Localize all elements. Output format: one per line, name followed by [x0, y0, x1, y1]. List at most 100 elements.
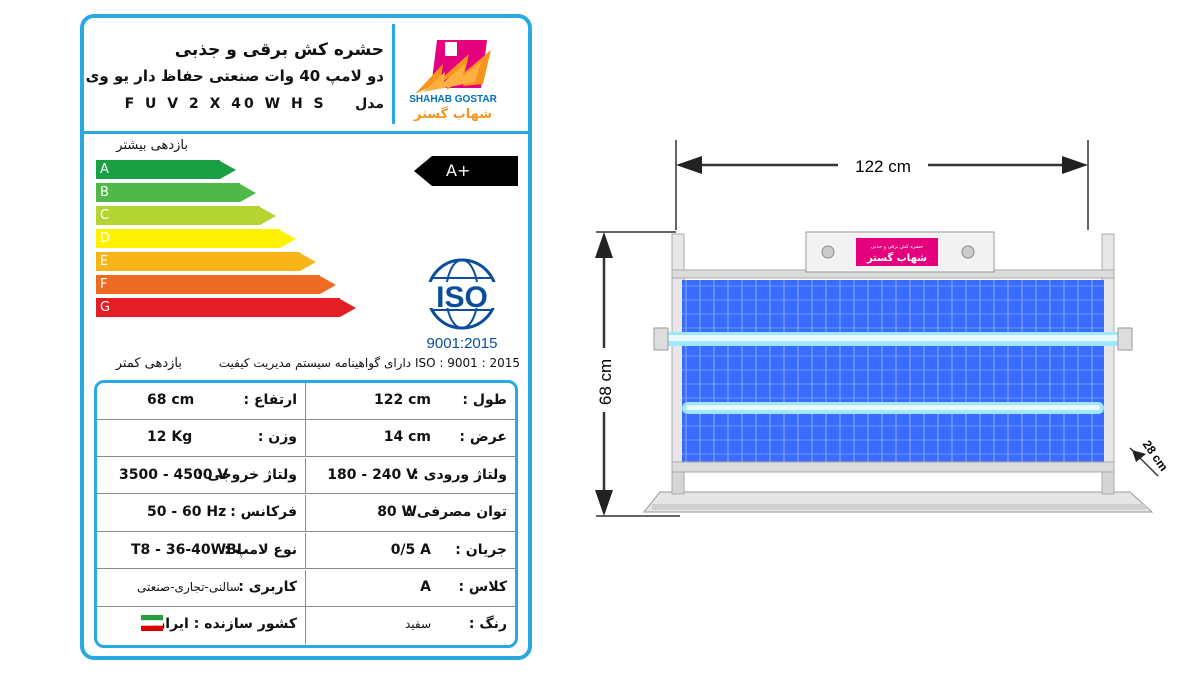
- spec-value: 12 Kg: [147, 429, 193, 446]
- spec-cell-right: طول : 122 cm: [306, 383, 515, 419]
- spec-row: عرض : 14 cm وزن : 12 Kg: [97, 420, 515, 457]
- spec-label: کلاس :: [458, 579, 507, 595]
- energy-bar-d: D: [96, 229, 296, 248]
- energy-bar-tip: [340, 298, 356, 317]
- product-subtitle: دو لامپ 40 وات صنعتی حفاظ دار یو وی: [85, 67, 384, 85]
- energy-rating: A+: [432, 156, 518, 186]
- spec-label: توان مصرفی :: [406, 504, 507, 521]
- spec-cell-right: عرض : 14 cm: [306, 420, 515, 456]
- label-header: حشره کش برقی و جذبی دو لامپ 40 وات صنعتی…: [84, 18, 384, 126]
- spec-value: 80 W: [377, 504, 417, 521]
- spec-value: 3500 - 4500 V: [119, 466, 229, 483]
- model-label: مدل: [355, 96, 384, 112]
- energy-bar-g: G: [96, 298, 356, 317]
- spec-value: 50 - 60 Hz: [147, 504, 227, 521]
- header-divider: [84, 131, 528, 134]
- arrow-up-icon: [595, 232, 613, 258]
- energy-bar-f: F: [96, 275, 336, 294]
- spec-cell-right: توان مصرفی :80 W: [306, 495, 515, 531]
- spec-row: طول : 122 cm ارتفاع : 68 cm: [97, 383, 515, 420]
- plate-brand: شهاب گستر: [866, 251, 927, 264]
- model-row: F U V 2 X 40 W H S مدل: [125, 96, 384, 112]
- energy-class-label: F: [96, 275, 320, 294]
- spec-label: فرکانس :: [230, 504, 297, 521]
- product-dimension-diagram: 122 cm 68 cm 28 cm حشره کش برقی و جذبی ش…: [590, 140, 1171, 517]
- spec-label: وزن :: [257, 429, 297, 446]
- spec-row: جریان : 0/5 A نوع لامپ :T8 - 36-40WBL: [97, 532, 515, 570]
- energy-rating-arrow: A+: [414, 156, 518, 186]
- energy-bar-e: E: [96, 252, 316, 271]
- spec-label: کشور سازنده : ایران: [153, 616, 297, 633]
- energy-bar-tip: [320, 275, 336, 294]
- energy-class-label: C: [96, 206, 260, 225]
- spec-label: عرض :: [459, 429, 507, 446]
- energy-bar-tip: [300, 252, 316, 271]
- spec-row: کلاس : A کاربری :سالنی-تجاری-صنعتی: [97, 570, 515, 607]
- iso-certificate: ISO 9001:2015: [406, 256, 518, 354]
- iso-note: دارای گواهینامه سیستم مدیریت کیفیت ISO :…: [218, 356, 520, 370]
- spec-cell-left: کاربری :سالنی-تجاری-صنعتی: [97, 570, 306, 606]
- spec-cell-right: ولتاژ ورودی :180 - 240 V: [306, 458, 515, 494]
- spec-value: A: [420, 579, 431, 595]
- energy-class-label: A: [96, 160, 220, 179]
- spec-cell-right: رنگ :سفید: [306, 607, 515, 644]
- spec-label: ولتاژ خروجی :: [196, 466, 297, 483]
- arrow-right-icon: [1062, 156, 1088, 174]
- efficiency-more-label: بازدهی بیشتر: [116, 138, 188, 153]
- spec-value: 68 cm: [147, 392, 195, 408]
- plate-title: حشره کش برقی و جذبی: [871, 244, 923, 250]
- efficiency-less-label: بازدهی کمتر: [115, 356, 182, 371]
- spec-label: ارتفاع :: [243, 392, 297, 408]
- brand-logo: SHAHAB GOSTAR شهاب گستر: [392, 24, 512, 124]
- spec-cell-right: جریان : 0/5 A: [306, 533, 515, 569]
- width-dimension: 122 cm: [855, 157, 911, 176]
- energy-label-card: حشره کش برقی و جذبی دو لامپ 40 وات صنعتی…: [80, 14, 532, 660]
- spec-value: 0/5 A: [390, 541, 431, 558]
- energy-bar-c: C: [96, 206, 276, 225]
- spec-row: رنگ :سفید کشور سازنده : ایران: [97, 607, 515, 644]
- brand-en: SHAHAB GOSTAR: [409, 94, 497, 105]
- spec-label: کاربری :: [238, 579, 297, 595]
- spec-cell-left: فرکانس :50 - 60 Hz: [97, 495, 306, 531]
- energy-bar-tip: [260, 206, 276, 225]
- energy-class-label: E: [96, 252, 300, 271]
- arrow-left-icon: [676, 156, 702, 174]
- spec-value: 14 cm: [383, 429, 431, 446]
- depth-dimension: 28 cm: [1140, 438, 1171, 474]
- grid-wires: [682, 280, 1104, 462]
- spec-cell-left: ولتاژ خروجی :3500 - 4500 V: [97, 457, 306, 494]
- rating-arrow-tip: [414, 156, 432, 186]
- spec-cell-left: نوع لامپ :T8 - 36-40WBL: [97, 532, 306, 569]
- energy-bar-b: B: [96, 183, 256, 202]
- iso-logo-text: ISO: [436, 281, 488, 314]
- iso-globe-icon: ISO 9001:2015: [414, 258, 510, 352]
- arrow-down-icon: [595, 490, 613, 516]
- model-code: F U V 2 X 40 W H S: [124, 96, 327, 112]
- energy-class-label: B: [96, 183, 240, 202]
- iran-flag-icon: [141, 615, 163, 635]
- spec-label: طول :: [462, 392, 507, 408]
- energy-bar-tip: [280, 229, 296, 248]
- spec-label: نوع لامپ :: [224, 541, 297, 558]
- lightning-logo-icon: SHAHAB GOSTAR شهاب گستر: [409, 40, 498, 122]
- spec-cell-left: ارتفاع : 68 cm: [97, 383, 306, 419]
- product-title: حشره کش برقی و جذبی: [174, 40, 384, 60]
- spec-value: T8 - 36-40WBL: [131, 541, 246, 558]
- spec-value: 180 - 240 V: [327, 466, 417, 483]
- spec-cell-left: وزن : 12 Kg: [97, 420, 306, 456]
- spec-label: رنگ :: [468, 616, 507, 633]
- height-dimension: 68 cm: [596, 359, 615, 405]
- spec-cell-left: کشور سازنده : ایران: [97, 607, 306, 644]
- spec-table: طول : 122 cm ارتفاع : 68 cm عرض : 14 cm وزن : 1…: [94, 380, 518, 648]
- spec-value: 122 cm: [374, 392, 431, 408]
- spec-label: جریان :: [455, 541, 507, 558]
- energy-class-label: D: [96, 229, 280, 248]
- spec-value: سالنی-تجاری-صنعتی: [137, 580, 240, 594]
- iso-year: 9001:2015: [427, 335, 498, 352]
- arrow-depth-icon: [1132, 450, 1146, 462]
- spec-label: ولتاژ ورودی :: [413, 466, 507, 483]
- energy-bar-tip: [220, 160, 236, 179]
- brand-fa: شهاب گستر: [413, 106, 492, 122]
